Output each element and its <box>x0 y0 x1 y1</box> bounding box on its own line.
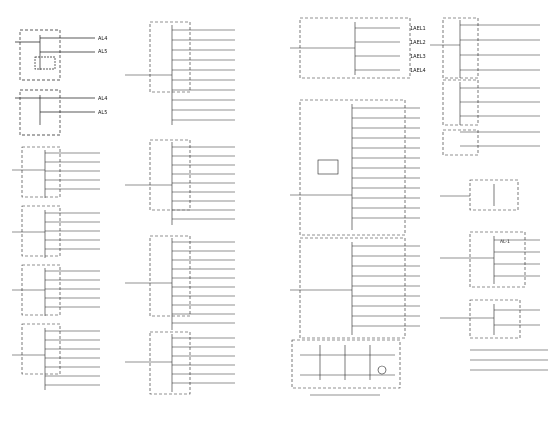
circuit-label-1ael2: 1AEL2 <box>410 40 426 46</box>
circuit-label-1ael1: 1AEL1 <box>410 26 426 32</box>
left-boards <box>12 146 100 390</box>
right-panels <box>430 17 548 371</box>
circuit-label-al4-a: AL4 <box>98 36 107 42</box>
circuit-label-1ael4: 1AEL4 <box>410 68 426 74</box>
circuit-label-al5-b: AL5 <box>98 110 107 116</box>
panel-label-al1: AL-1 <box>500 239 510 245</box>
center-panel-lower <box>290 237 420 339</box>
panel-top-left-1 <box>15 29 95 81</box>
center-bottom-diagram <box>291 339 401 396</box>
circuit-label-al4-b: AL4 <box>98 96 107 102</box>
center-panel-main <box>290 99 420 236</box>
center-panel-top <box>290 17 411 79</box>
circuit-label-1ael3: 1AEL3 <box>410 54 426 60</box>
center-left-boards <box>125 21 235 395</box>
panel-top-left-2 <box>15 89 95 136</box>
circuit-label-al5-a: AL5 <box>98 49 107 55</box>
